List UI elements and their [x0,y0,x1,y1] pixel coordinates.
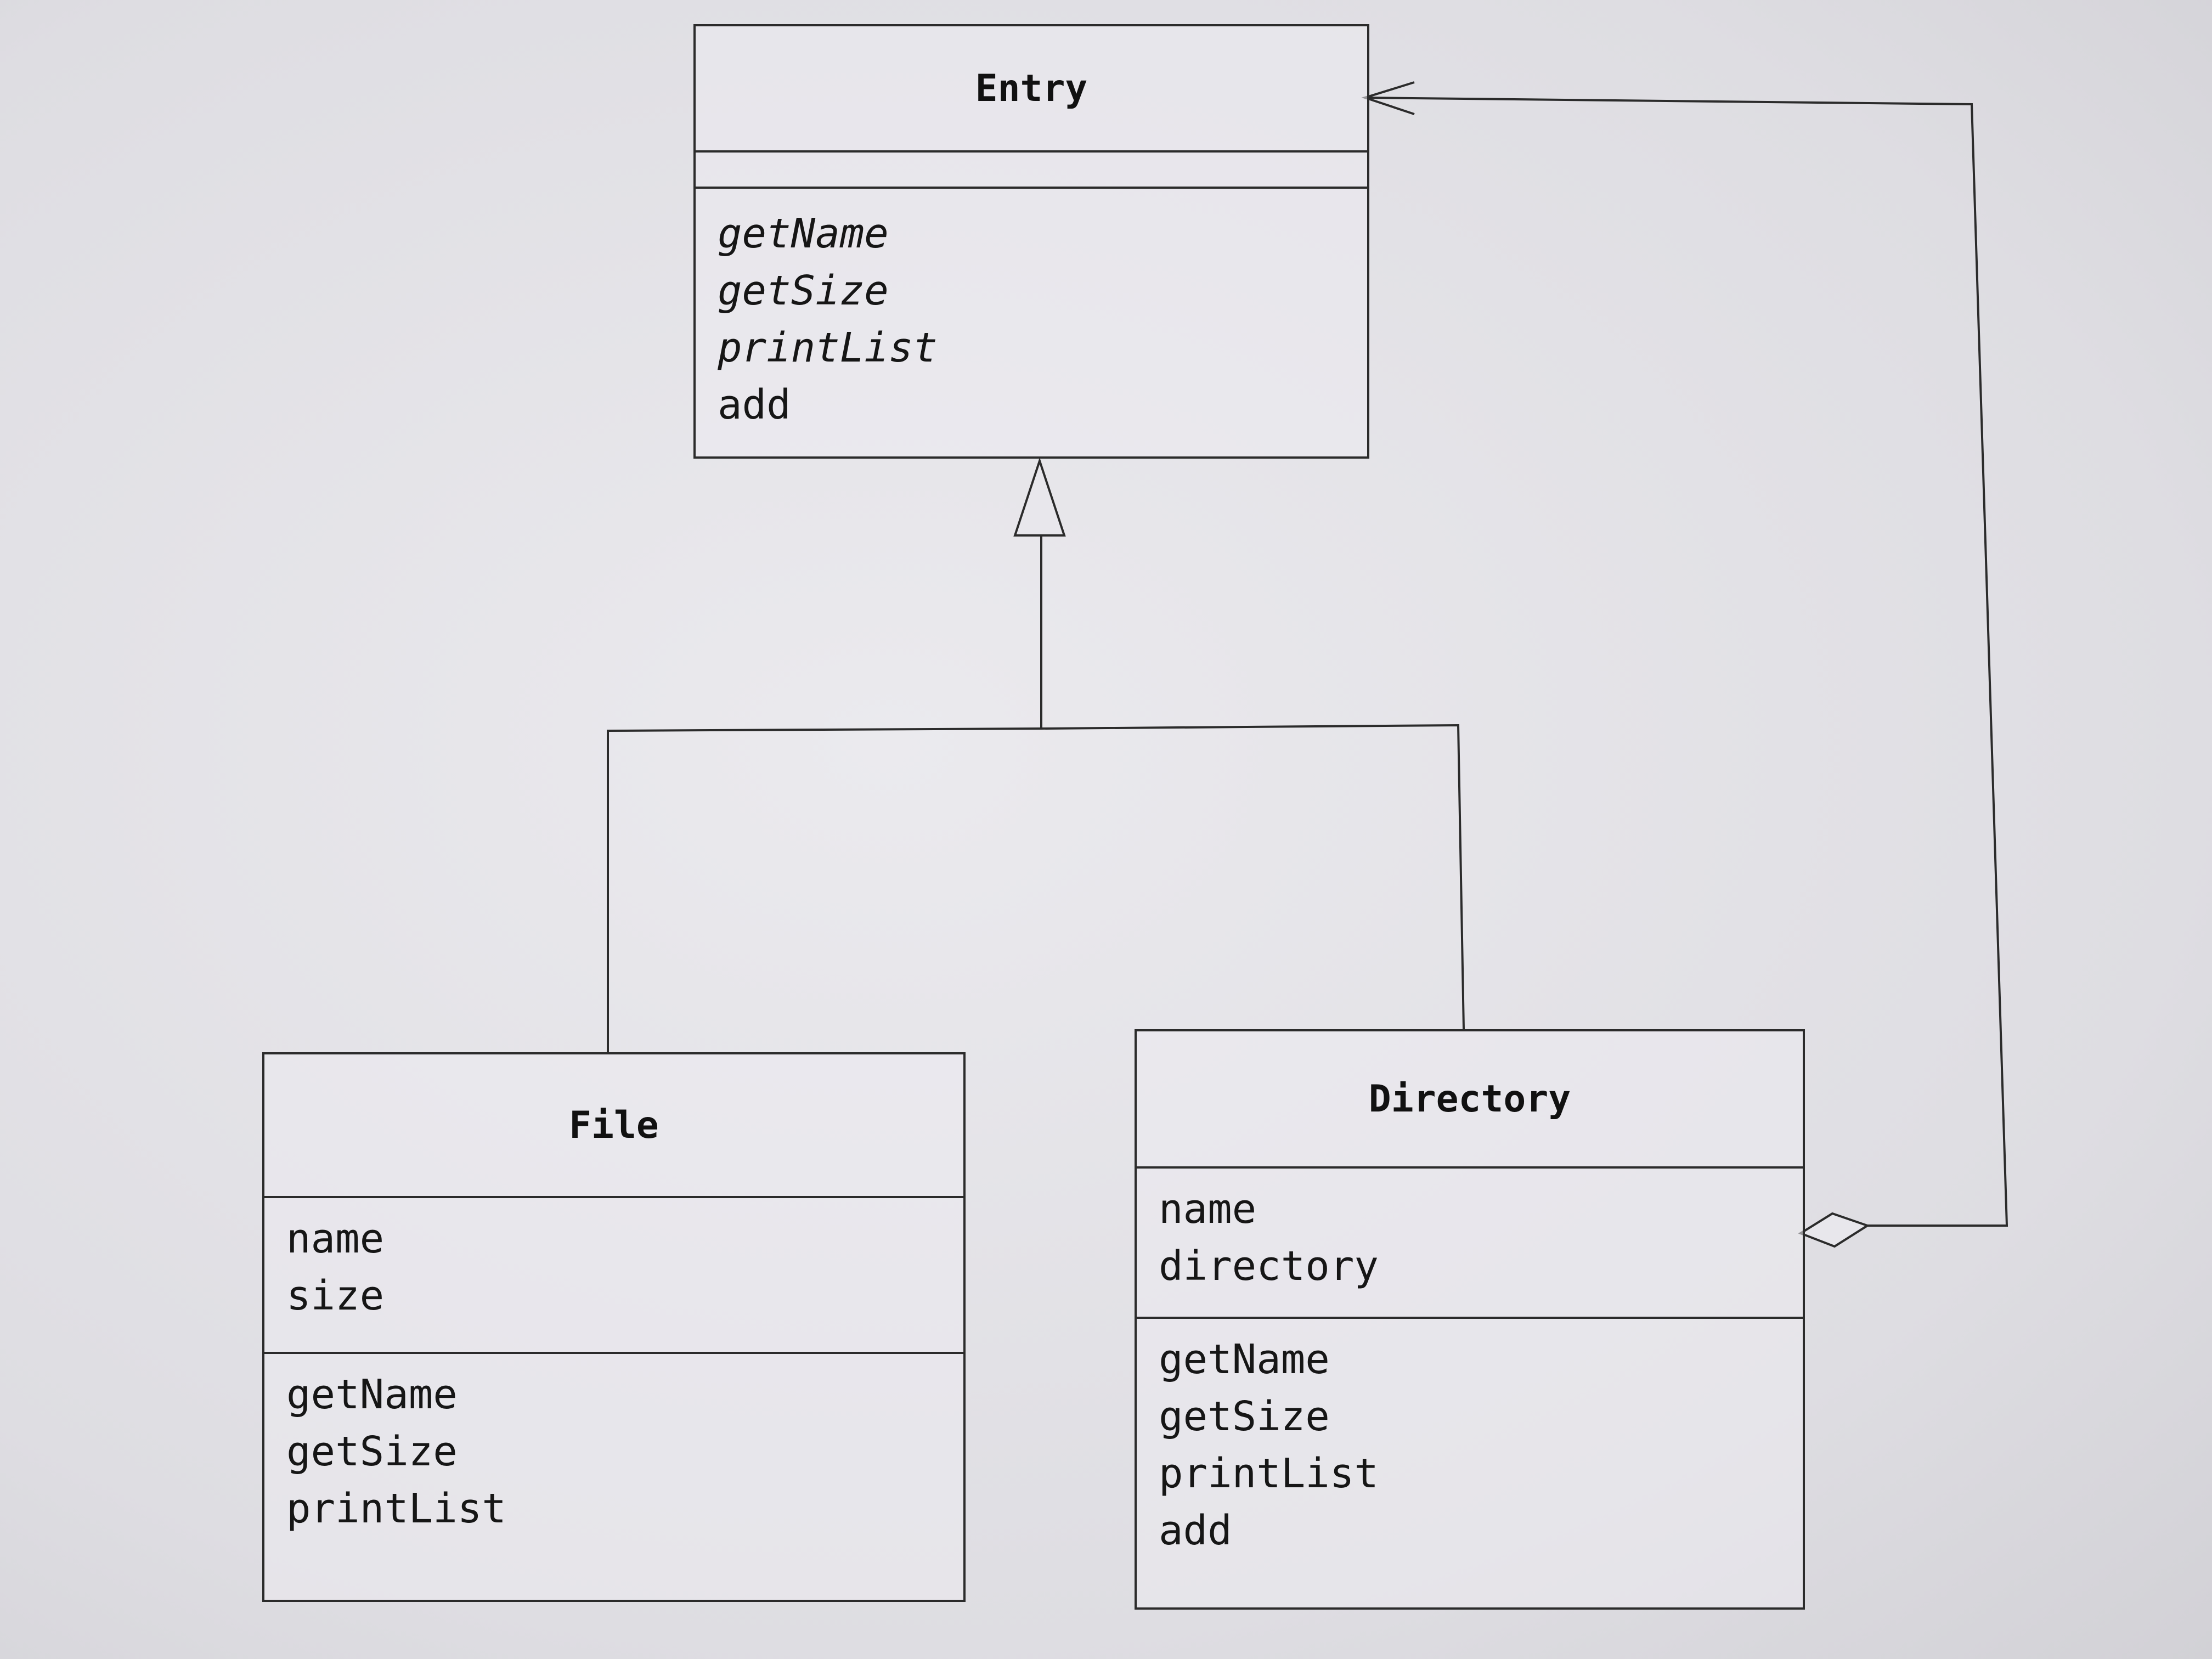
field-item: size [286,1272,385,1319]
class-entry-name: Entry [696,26,1367,153]
class-directory-name: Directory [1137,1031,1803,1169]
field-item: directory [1159,1243,1379,1290]
method-item: getName [718,210,889,257]
generalization-line-directory [1041,724,1465,1030]
method-item: add [718,381,791,428]
class-entry[interactable]: Entry getName getSize printList add [693,24,1369,459]
class-file[interactable]: File name size getName getSize printList [262,1052,966,1602]
aggregation-diamond [1798,1212,1870,1248]
class-file-methods: getName getSize printList [264,1354,963,1549]
method-item: getSize [1159,1393,1330,1440]
class-entry-fields [696,153,1367,189]
method-item: printList [718,324,938,371]
class-entry-methods: getName getSize printList add [696,189,1367,445]
class-directory-fields: name directory [1137,1169,1803,1319]
class-file-fields: name size [264,1198,963,1354]
method-item: getName [286,1371,458,1418]
method-item: add [1159,1507,1232,1554]
field-item: name [286,1215,385,1262]
aggregation-line [1364,97,2008,1227]
generalization-arrowhead [1013,457,1066,537]
method-item: getSize [718,267,889,314]
method-item: printList [1159,1450,1379,1497]
class-directory[interactable]: Directory name directory getName getSize… [1135,1029,1805,1610]
class-file-name: File [264,1054,963,1198]
field-item: name [1159,1186,1257,1233]
method-item: getSize [286,1428,458,1475]
method-item: getName [1159,1336,1330,1383]
generalization-line-file [607,727,1042,1052]
class-directory-methods: getName getSize printList add [1137,1319,1803,1571]
method-item: printList [286,1485,506,1532]
